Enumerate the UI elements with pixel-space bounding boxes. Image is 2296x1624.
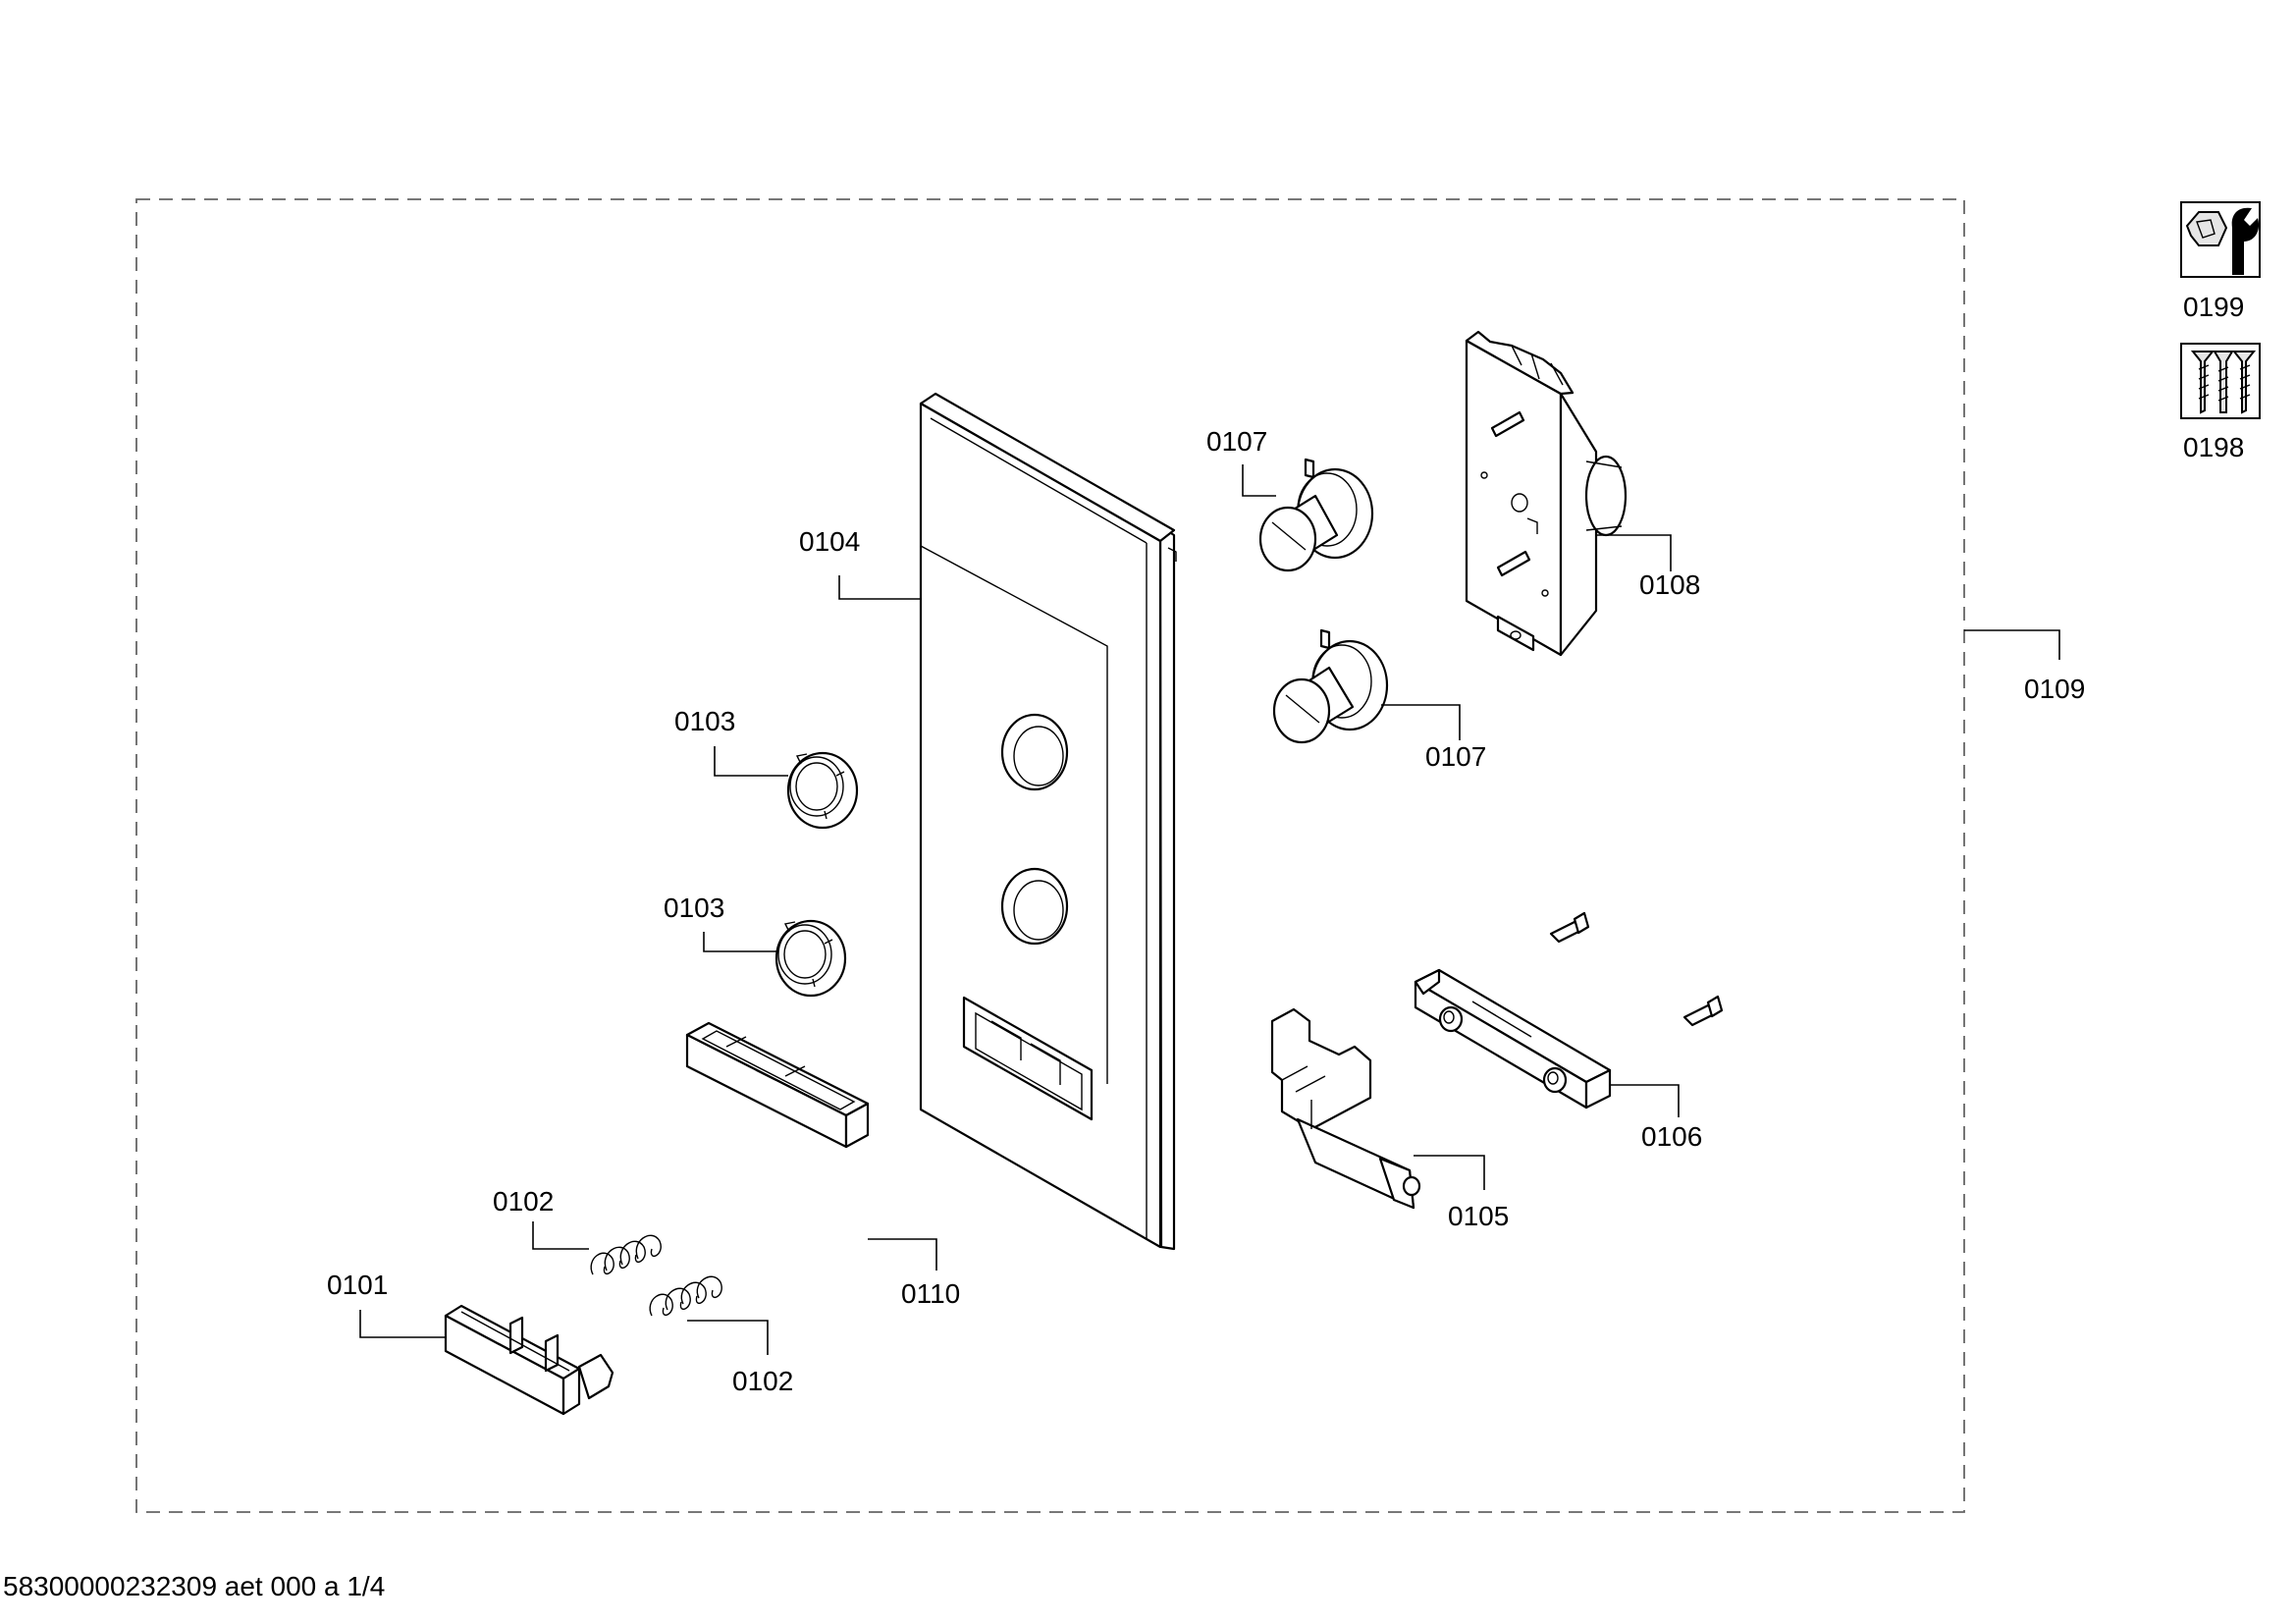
screw-upper[interactable] — [1549, 911, 1590, 944]
timer-switch-0108[interactable] — [1465, 330, 1628, 657]
button-frame-0110[interactable] — [685, 1021, 870, 1149]
callout-0103-upper: 0103 — [674, 706, 735, 736]
callout-0107-lower: 0107 — [1425, 741, 1486, 772]
callout-0104: 0104 — [799, 526, 860, 557]
control-knob-0107-lower[interactable] — [1272, 628, 1389, 744]
callout-0102-lower: 0102 — [732, 1366, 793, 1396]
callout-0107-upper: 0107 — [1206, 426, 1267, 457]
screw-lower[interactable] — [1682, 995, 1724, 1027]
push-button-0101[interactable] — [444, 1304, 614, 1416]
mounting-bracket-0106[interactable] — [1414, 968, 1612, 1110]
callout-0106: 0106 — [1641, 1121, 1702, 1152]
legend-code-0198: 0198 — [2183, 432, 2244, 462]
document-id: 58300000232309 aet 000 a 1/4 — [3, 1571, 385, 1601]
control-panel-0104[interactable] — [919, 392, 1177, 1251]
knob-ring-0103-upper[interactable] — [786, 751, 859, 830]
knob-ring-0103-lower[interactable] — [774, 919, 847, 998]
door-latch-0105[interactable] — [1270, 1007, 1421, 1210]
legend-code-0199: 0199 — [2183, 292, 2244, 322]
spring-0102-upper[interactable] — [590, 1234, 662, 1275]
nut-wrench-icon[interactable] — [2180, 201, 2261, 278]
callout-0103-lower: 0103 — [664, 893, 724, 923]
screws-icon[interactable] — [2180, 343, 2261, 419]
control-knob-0107-upper[interactable] — [1258, 458, 1374, 572]
callout-0108: 0108 — [1639, 569, 1700, 600]
callout-0105: 0105 — [1448, 1201, 1509, 1231]
callout-0102-upper: 0102 — [493, 1186, 554, 1217]
spring-0102-lower[interactable] — [649, 1275, 722, 1317]
callout-0110: 0110 — [901, 1278, 960, 1309]
callout-0101: 0101 — [327, 1270, 388, 1300]
assembly-boundary — [135, 198, 1965, 1513]
callout-0109: 0109 — [2024, 674, 2085, 704]
